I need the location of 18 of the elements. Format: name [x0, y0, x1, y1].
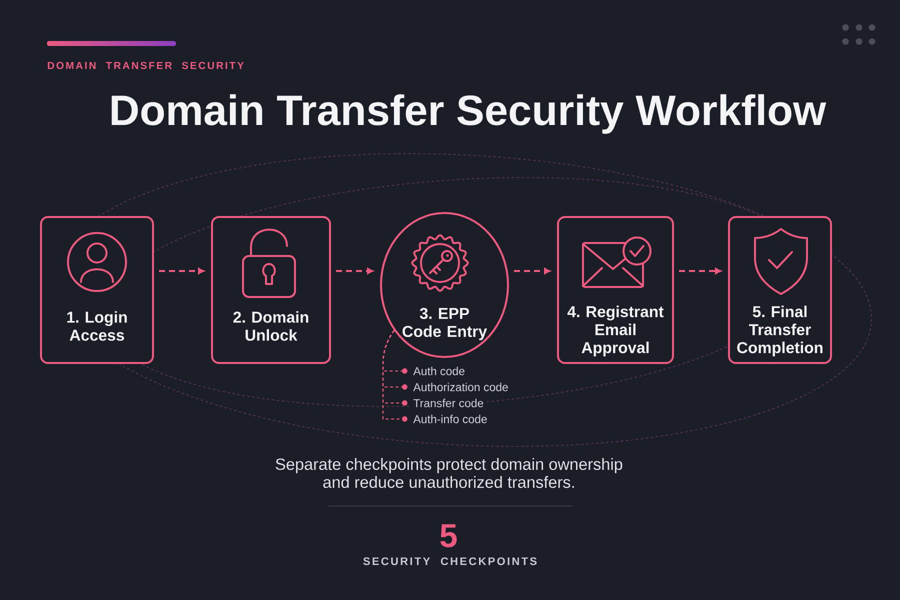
caption: Separate checkpoints protect domain ownership and reduce unauthorized transfers. [276, 458, 622, 488]
dashed-arrow [159, 268, 204, 274]
title: Domain Transfer Security Workflow [112, 94, 826, 134]
dashed-arrow [336, 268, 374, 274]
step-box: 5. Final Transfer Completion [728, 216, 832, 364]
list-item: Auth code [410, 365, 468, 377]
step-box: 4. Registrant Email Approval [557, 216, 674, 364]
list-item: Authorization code [410, 381, 512, 393]
list-item: Auth-info code [410, 413, 490, 425]
step-box: 2. Domain Unlock [211, 216, 331, 364]
dashed-connector [382, 330, 402, 420]
list-item: Transfer code [410, 397, 487, 409]
section-label: DOMAIN TRANSFER SECURITY [48, 62, 244, 70]
dashed-arrow [679, 268, 722, 274]
dashed-arrow [514, 268, 550, 274]
stat-number: 5 [440, 524, 457, 548]
step-box: 1. Login Access [40, 216, 154, 364]
stat-label: SECURITY CHECKPOINTS [363, 557, 537, 566]
